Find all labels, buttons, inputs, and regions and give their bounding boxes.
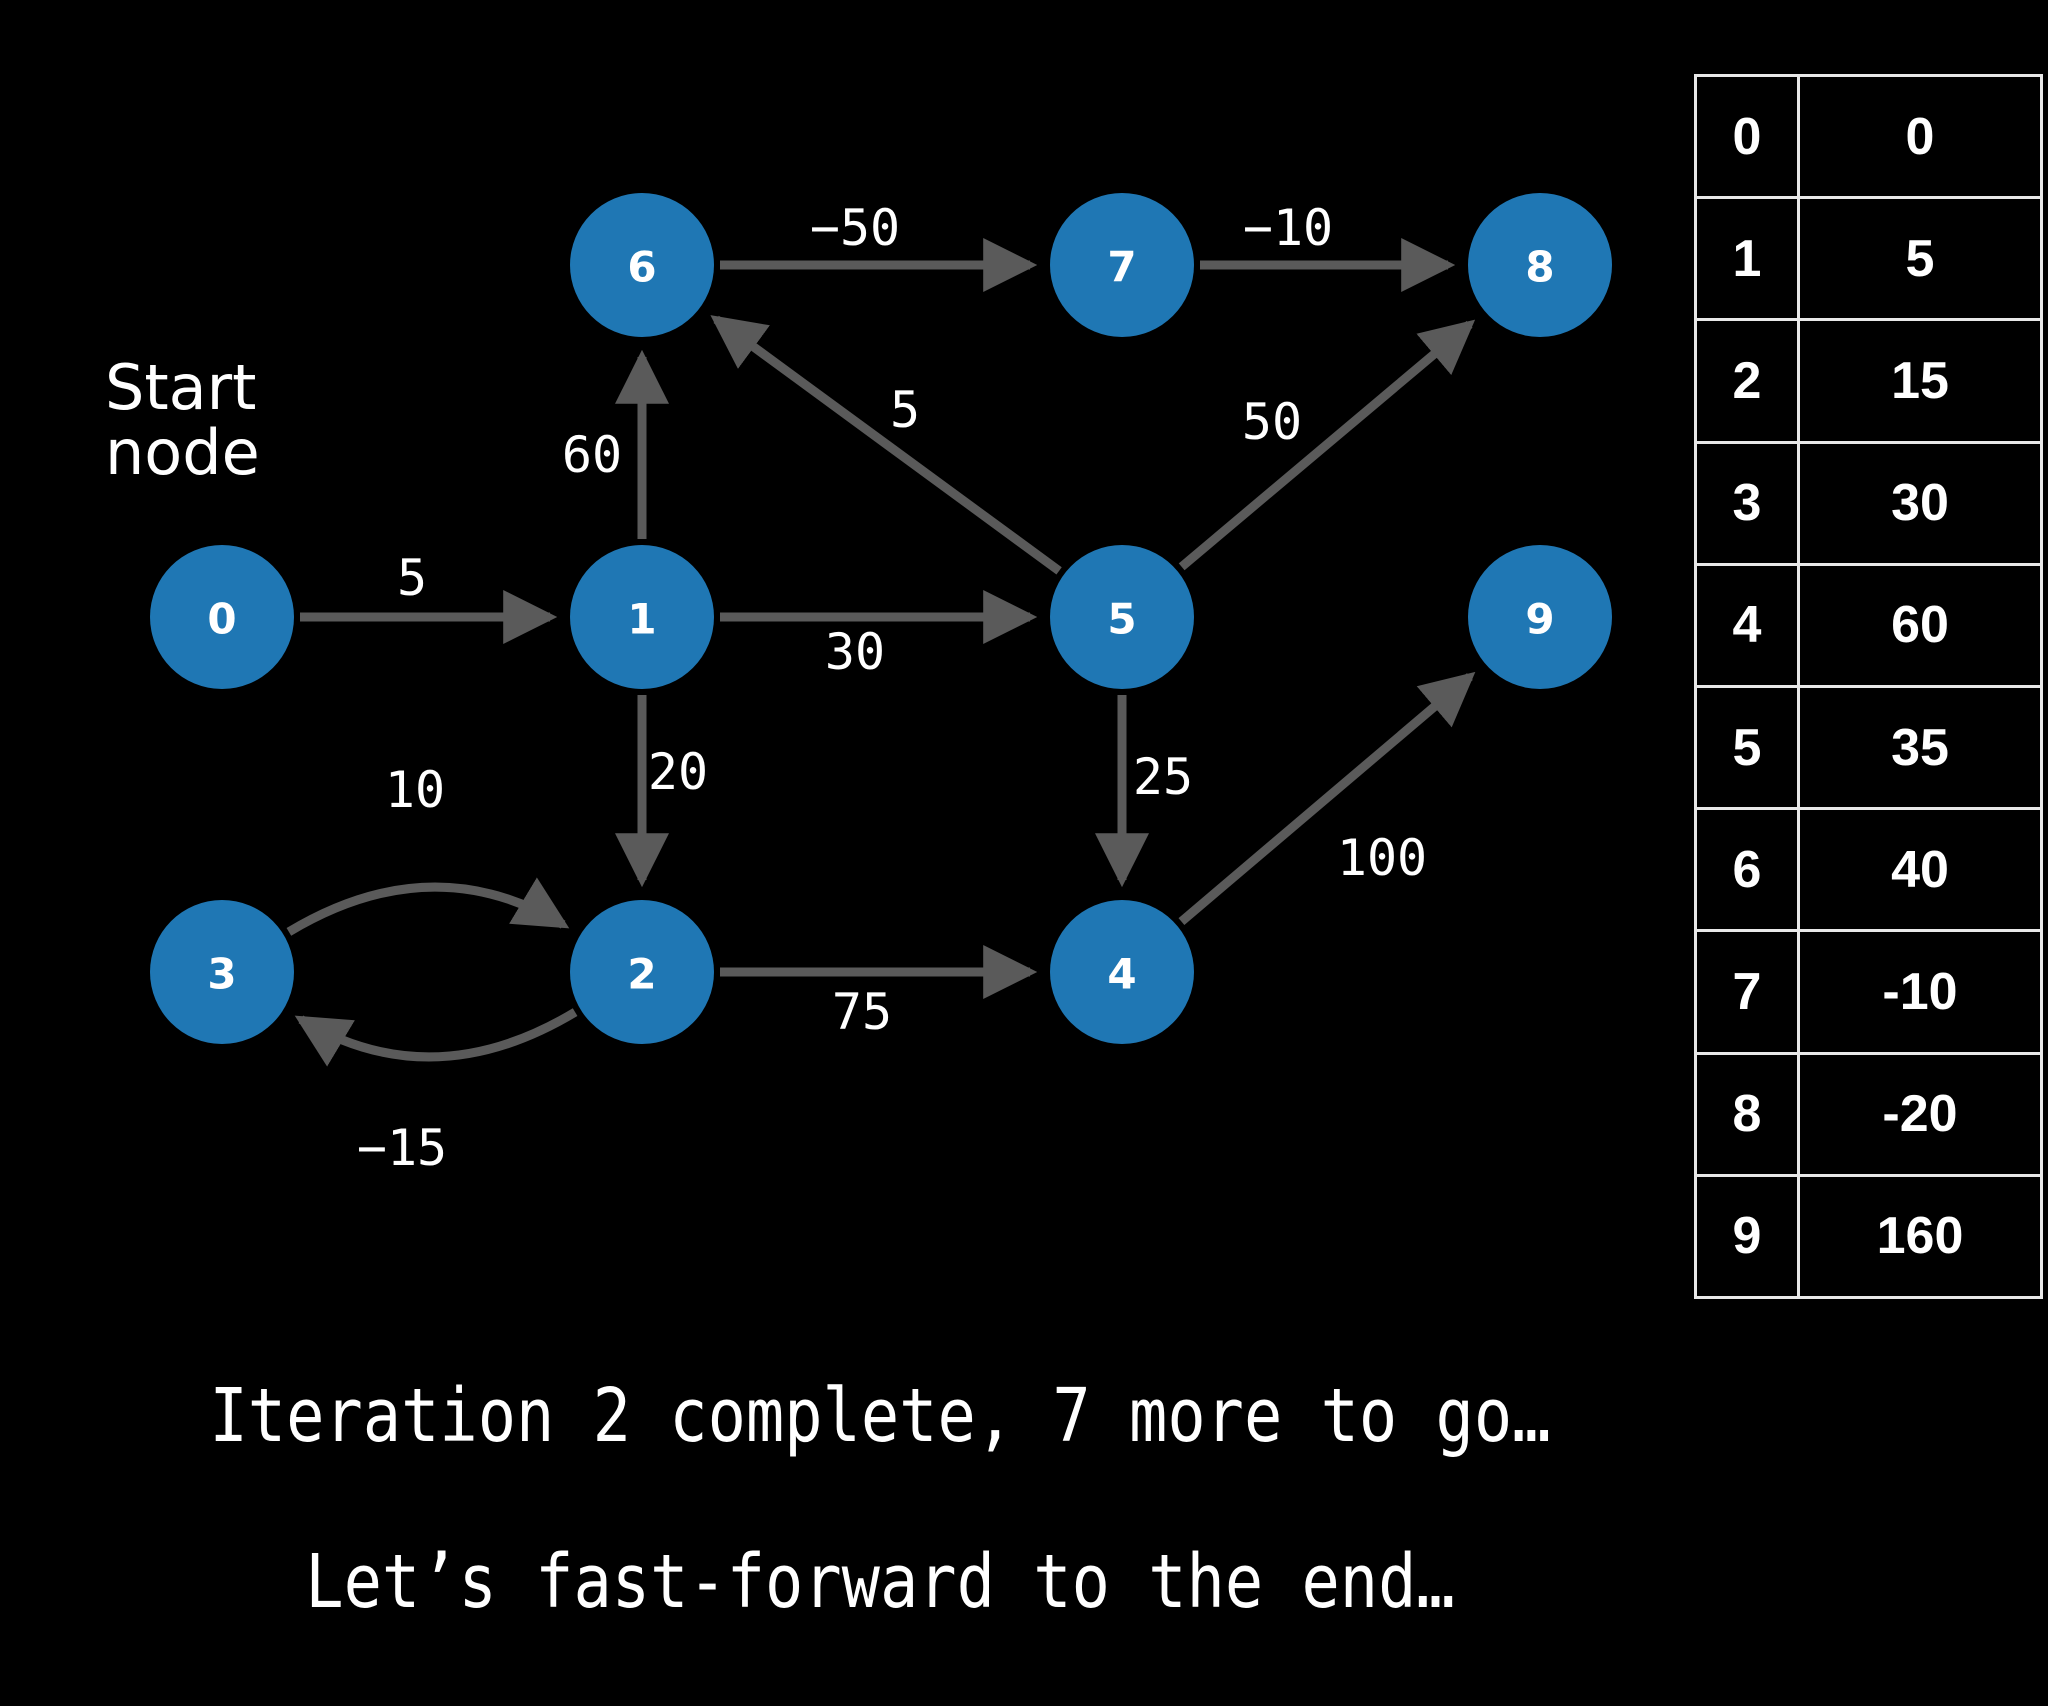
graph-edge [286,877,570,936]
table-cell-distance: 15 [1797,318,2043,444]
graph-node-7[interactable]: 7 [1050,193,1194,337]
graph-node-2[interactable]: 2 [570,900,714,1044]
node-label: 7 [1107,243,1136,292]
table-cell-distance: 160 [1797,1173,2043,1300]
table-cell-distance: 35 [1797,684,2043,811]
graph-node-6[interactable]: 6 [570,193,714,337]
table-cell-node: 4 [1694,562,1800,688]
table-cell-node: 6 [1694,807,1800,933]
edge-weight-label: −50 [810,199,900,257]
node-label: 3 [207,950,236,999]
status-caption: Iteration 2 complete, 7 more to go… Let’… [123,1292,1637,1706]
table-cell-node: 3 [1694,440,1800,566]
edge-weight-label: −10 [1243,199,1333,257]
table-cell-distance: 5 [1797,196,2043,322]
edge-weight-label: 5 [397,549,427,607]
node-label: 5 [1107,595,1136,644]
table-cell-node: 7 [1694,929,1800,1055]
graph-edge [1178,671,1476,925]
table-cell-node: 1 [1694,196,1800,322]
edge-weight-label: 50 [1242,393,1302,451]
edge-weight-label: 5 [890,381,920,439]
graph-node-0[interactable]: 0 [150,545,294,689]
graph-node-9[interactable]: 9 [1468,545,1612,689]
table-cell-node: 5 [1694,684,1800,811]
table-cell-distance: -10 [1797,929,2043,1055]
node-label: 2 [627,950,656,999]
graph-edge [710,315,1062,575]
node-label: 4 [1107,950,1136,999]
edge-weight-label: 20 [648,743,708,801]
graph-node-3[interactable]: 3 [150,900,294,1044]
caption-line-2: Let’s fast-forward to the end… [305,1538,1455,1625]
node-circle [570,193,714,337]
node-circle [1468,193,1612,337]
table-cell-node: 0 [1694,73,1800,200]
start-node-annotation: Start node [105,351,260,490]
table-cell-distance: 60 [1797,562,2043,688]
graph-diagram: 5 60 30 20 −50 −10 5 50 25 10 −15 75 100 0 1 2 3 4 5 6 7 8 9 [150,193,1612,1177]
table-cell-distance: 30 [1797,440,2043,566]
node-circle [150,900,294,1044]
edge-weight-label: 75 [832,983,892,1041]
graph-node-4[interactable]: 4 [1050,900,1194,1044]
node-label: 8 [1525,243,1554,292]
table-cell-distance: -20 [1797,1051,2043,1177]
table-row: 8-20 [1694,1051,2043,1177]
edge-weight-label: 10 [385,761,445,819]
node-circle [150,545,294,689]
node-label: 1 [627,595,656,644]
node-circle [570,545,714,689]
node-circle [1050,900,1194,1044]
table-row: 7-10 [1694,929,2043,1055]
node-label: 6 [627,243,656,292]
table-cell-node: 9 [1694,1173,1800,1300]
edge-layer [286,238,1476,1067]
edge-weight-label: 30 [825,623,885,681]
graph-node-1[interactable]: 1 [570,545,714,689]
table-cell-distance: 40 [1797,807,2043,933]
edge-weight-label: 100 [1337,829,1427,887]
node-circle [570,900,714,1044]
table-cell-distance: 0 [1797,73,2043,200]
graph-node-5[interactable]: 5 [1050,545,1194,689]
graph-edge [1178,319,1476,571]
node-circle [1468,545,1612,689]
edge-weight-label: −15 [357,1119,447,1177]
edge-weight-label: 25 [1133,748,1193,806]
table-cell-node: 8 [1694,1051,1800,1177]
table-cell-node: 2 [1694,318,1800,444]
node-circle [1050,193,1194,337]
node-label: 9 [1525,595,1554,644]
node-layer: 0 1 2 3 4 5 6 7 8 9 [150,193,1612,1044]
graph-edge [294,1008,578,1067]
edge-weight-label: 60 [562,426,622,484]
node-label: 0 [207,595,236,644]
graph-node-8[interactable]: 8 [1468,193,1612,337]
node-circle [1050,545,1194,689]
caption-line-1: Iteration 2 complete, 7 more to go… [209,1372,1551,1459]
